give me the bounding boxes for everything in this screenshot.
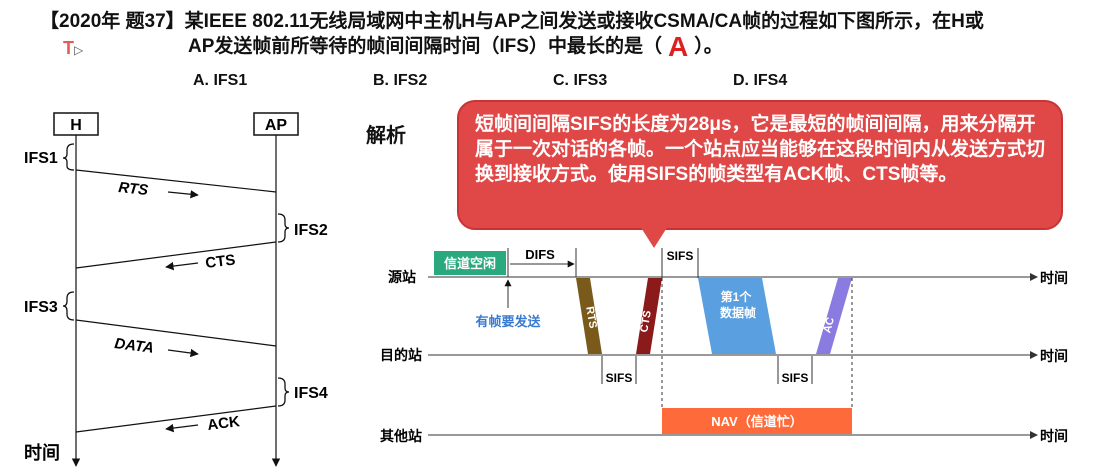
nav-box	[662, 408, 852, 434]
right-timing-diagram: 源站 目的站 其他站 时间 时间 时间 信道空闲 DIFS 有帧要发送 RTS …	[380, 247, 1068, 444]
rts-line	[75, 169, 277, 193]
rts-slab-label: RTS	[583, 306, 599, 330]
ifs3-label: IFS3	[24, 299, 58, 316]
cts-slab	[636, 278, 662, 354]
cts-arrow	[165, 261, 199, 271]
source-station-label: 源站	[388, 269, 416, 285]
channel-idle-box	[434, 251, 506, 275]
ack-slab-label: AC	[821, 316, 837, 335]
question-line-1: 【2020年 题37】某IEEE 802.11无线局域网中主机H与AP之间发送或…	[40, 11, 984, 32]
text-tool-icon[interactable]: T▷	[63, 38, 84, 58]
left-time-label: 时间	[24, 443, 60, 463]
data-frame-label-1: 第1个	[721, 289, 753, 304]
other-time-label: 时间	[1040, 428, 1068, 444]
cts-line	[75, 241, 277, 269]
ifs4-brace	[277, 377, 290, 407]
question-line-2: AP发送帧前所等待的帧间间隔时间（IFS）中最长的是（A）。	[188, 31, 723, 63]
ack-line	[75, 405, 277, 433]
ifs1-label: IFS1	[24, 150, 58, 167]
sifs-label-3: SIFS	[782, 371, 809, 385]
has-frame-label: 有帧要发送	[475, 314, 541, 329]
left-sequence-diagram: H AP IFS1 IFS2 IFS3 IFS4 RTS CTS DATA AC…	[24, 112, 328, 467]
ack-label: ACK	[206, 413, 240, 434]
other-station-label: 其他站	[380, 428, 422, 444]
cts-label: CTS	[204, 251, 236, 272]
callout-tail	[640, 226, 668, 248]
option-c: C. IFS3	[553, 72, 608, 89]
sifs-label-1: SIFS	[606, 371, 633, 385]
rts-arrow	[167, 190, 199, 199]
rts-slab	[576, 278, 602, 354]
rts-label: RTS	[118, 179, 149, 199]
option-d: D. IFS4	[733, 72, 788, 89]
data-label: DATA	[114, 335, 155, 357]
host-label: H	[70, 117, 82, 134]
ifs2-brace	[277, 213, 290, 243]
data-arrow	[167, 348, 199, 358]
ifs1-brace	[62, 143, 75, 171]
question-line-2-end: ）。	[694, 36, 723, 57]
question-line-2-text: AP发送帧前所等待的帧间间隔时间（IFS）中最长的是（	[188, 36, 662, 57]
source-time-label: 时间	[1040, 270, 1068, 286]
option-a: A. IFS1	[193, 72, 248, 89]
data-frame-slab	[698, 278, 776, 354]
explanation-callout: 短帧间间隔SIFS的长度为28μs，它是最短的帧间间隔，用来分隔开属于一次对话的…	[457, 100, 1063, 230]
ack-arrow	[165, 423, 199, 433]
difs-label: DIFS	[525, 247, 555, 262]
analysis-label: 解析	[366, 125, 406, 147]
data-frame-label-2: 数据帧	[720, 305, 756, 320]
sifs-label-2: SIFS	[667, 249, 694, 263]
dest-station-label: 目的站	[380, 347, 422, 363]
ack-slab	[816, 278, 852, 354]
dest-time-label: 时间	[1040, 348, 1068, 364]
data-line	[75, 319, 277, 347]
ifs3-brace	[62, 291, 75, 321]
ifs2-label: IFS2	[294, 222, 328, 239]
option-b: B. IFS2	[373, 72, 428, 89]
answer-letter: A	[667, 31, 689, 62]
ifs4-label: IFS4	[294, 385, 328, 402]
channel-idle-label: 信道空闲	[444, 256, 496, 271]
nav-label: NAV（信道忙）	[711, 414, 802, 429]
ap-label: AP	[265, 117, 288, 134]
cts-slab-label: CTS	[638, 310, 654, 334]
